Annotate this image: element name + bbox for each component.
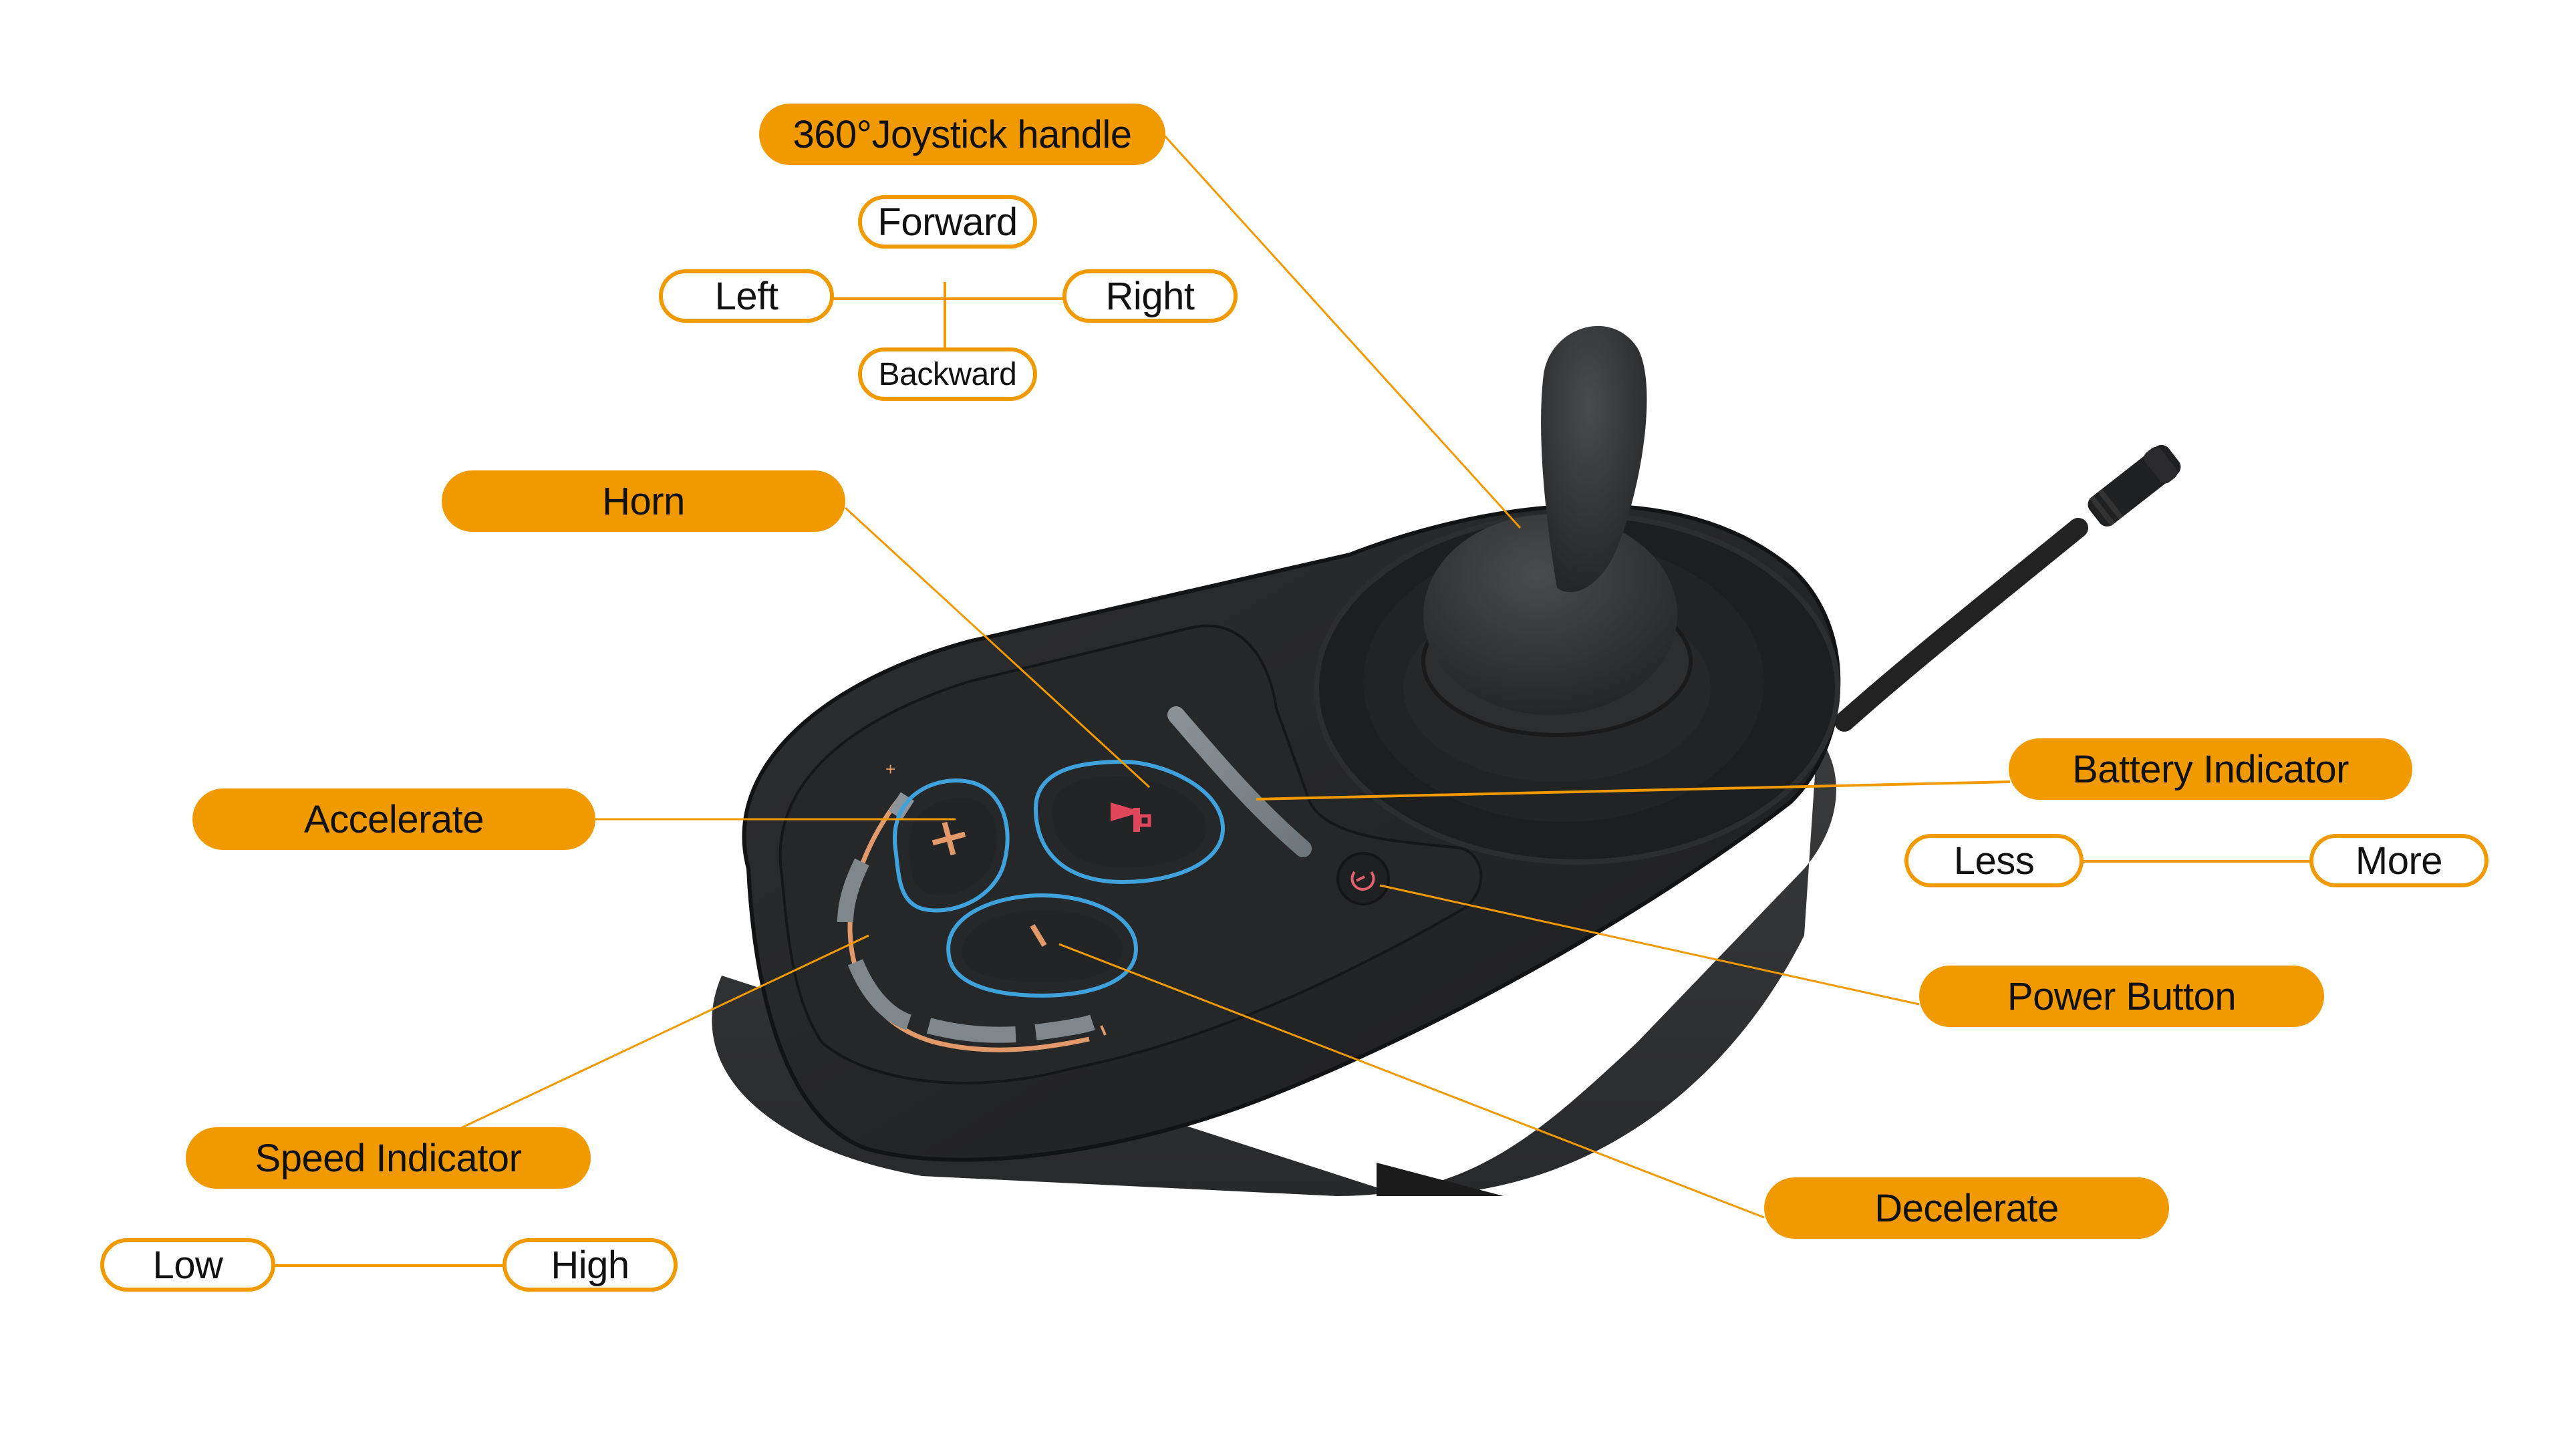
leader-lines <box>273 132 2312 1267</box>
label-battery-more: More <box>2309 834 2488 887</box>
horn-leader <box>844 506 1151 788</box>
power-icon <box>1350 871 1375 891</box>
label-joystick-handle: 360°Joystick handle <box>759 104 1165 165</box>
decelerate-button[interactable] <box>946 893 1139 998</box>
label-forward: Forward <box>858 195 1037 249</box>
joystick[interactable] <box>1314 325 1840 865</box>
label-accelerate: Accelerate <box>192 788 595 850</box>
minus-icon <box>1030 923 1047 948</box>
cable-connector <box>2088 444 2181 527</box>
label-right: Right <box>1062 269 1238 323</box>
battery-leader <box>1256 780 2011 800</box>
cable <box>1834 444 2181 732</box>
joystick-leader <box>1161 132 1522 529</box>
plus-icon <box>932 821 966 856</box>
label-backward: Backward <box>858 347 1037 401</box>
label-speed-high: High <box>503 1238 678 1292</box>
label-horn: Horn <box>442 470 845 532</box>
speed-plus-mark: + <box>885 759 895 779</box>
horn-button[interactable] <box>1033 759 1226 885</box>
horn-icon <box>1111 803 1151 832</box>
power-button[interactable] <box>1336 852 1390 905</box>
label-battery-indicator: Battery Indicator <box>2009 738 2412 800</box>
power-leader <box>1379 884 1920 1006</box>
label-speed-indicator: Speed Indicator <box>186 1127 591 1189</box>
label-power-button: Power Button <box>1919 966 2324 1027</box>
label-decelerate: Decelerate <box>1764 1177 2169 1239</box>
label-speed-low: Low <box>100 1238 275 1292</box>
decelerate-leader <box>1058 943 1765 1219</box>
label-battery-less: Less <box>1904 834 2084 887</box>
accelerate-button[interactable] <box>893 778 1010 913</box>
speed-indicator: + <box>837 759 1107 1052</box>
label-left: Left <box>659 269 834 323</box>
battery-indicator <box>1167 706 1312 857</box>
speed-leader <box>460 934 869 1129</box>
